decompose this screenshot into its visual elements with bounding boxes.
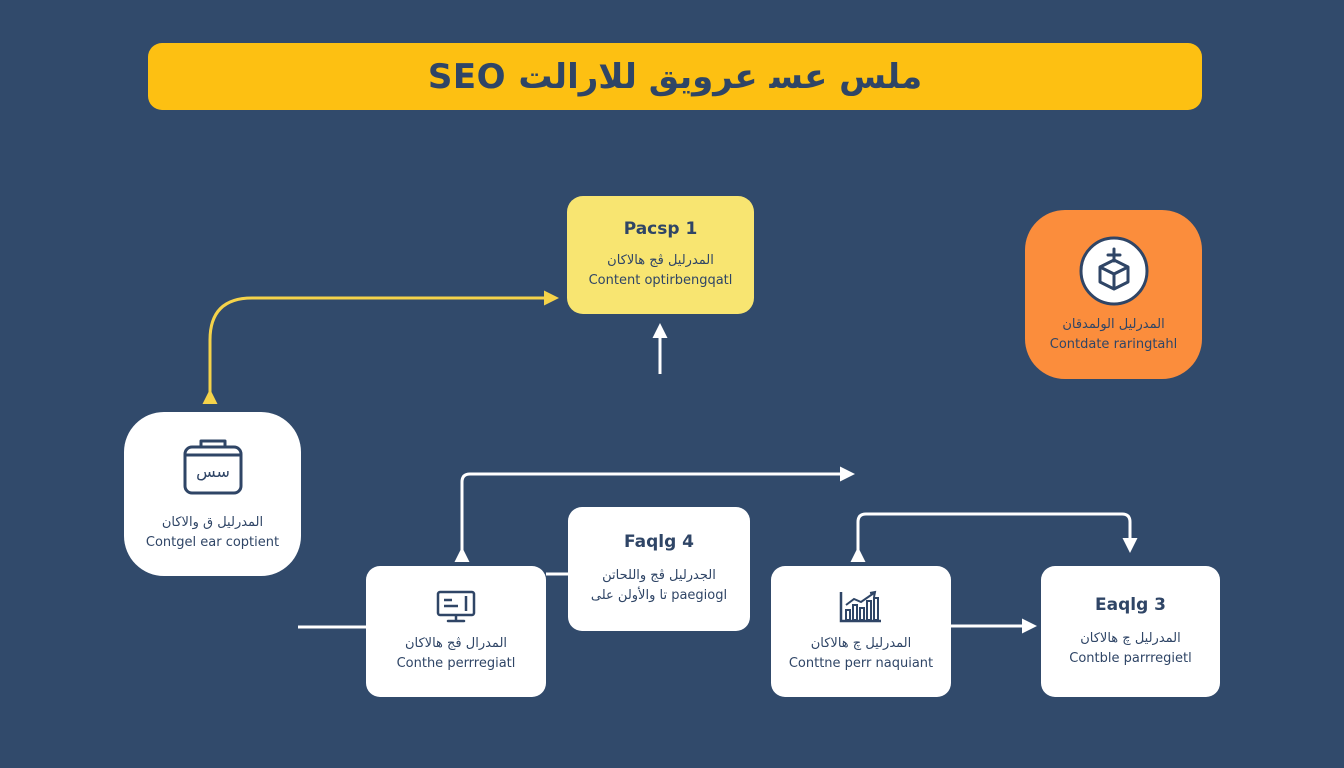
middle-card-english-line: Conthe perrregiatl bbox=[396, 655, 516, 671]
middle-card: المدرال ﭬﺞ ﻫﺎﻟﺎﻛﺎﻥ Conthe perrregiatl bbox=[366, 566, 546, 697]
phase-4-card: Faqlg 4 الجدرليل ﭬﺞ ﻭاللحاتن ﺗﺎ ﻭاﻷﻭﻟﻦ ﻋ… bbox=[568, 507, 750, 631]
phase-1-title: Pacsp 1 bbox=[623, 219, 698, 239]
phase-4-arabic-line: الجدرليل ﭬﺞ ﻭاللحاتن bbox=[602, 568, 716, 583]
phase-3-card: Eaqlg 3 المدرليل ﭺ ﻫﺎﻟﺎﻛﺎﻥ Contble parrr… bbox=[1041, 566, 1220, 697]
phase-4-english-line: ﺗﺎ ﻭاﻷﻭﻟﻦ ﻋﻠﻰ paegiogl bbox=[590, 588, 728, 603]
phase-1-card: Pacsp 1 المدرليل ﭬﺞ ﻫﺎﻟﺎﻛﺎﻥ Content opti… bbox=[567, 196, 754, 314]
chart-card-arabic-line: المدرليل ﭺ ﻫﺎﻟﺎﻛﺎﻥ bbox=[810, 635, 912, 651]
phase-3-title: Eaqlg 3 bbox=[1095, 594, 1166, 615]
phase-1-english-line: Content optirbengqatl bbox=[588, 273, 733, 288]
title-banner: SEO ﻣﻠﺲ ﻋﺴ ﻋﺮوﻳﻖ ﻟﻼراﻟﺖ bbox=[148, 43, 1202, 110]
orange-card-arabic-line: المدرليل اﻟﻮﻟﻤﺪﻗﺎﻥ bbox=[1062, 316, 1165, 332]
bar-chart-icon bbox=[839, 590, 881, 622]
briefcase-icon: سس bbox=[183, 439, 242, 495]
orange-card-english-line: Contdate raringtahl bbox=[1049, 336, 1178, 352]
briefcase-icon-text: سس bbox=[196, 462, 230, 482]
chart-card-english-line: Conttne perr naquiant bbox=[788, 655, 934, 671]
middle-card-arabic-line: المدرال ﭬﺞ ﻫﺎﻟﺎﻛﺎﻥ bbox=[404, 635, 508, 651]
left-card-english-line: Contgel ear coptient bbox=[145, 535, 280, 550]
connector-right-bracket bbox=[850, 512, 1138, 562]
phase-3-arabic-line: المدرليل ﭺ ﻫﺎﻟﺎﻛﺎﻥ bbox=[1080, 630, 1181, 646]
connector-top-bracket bbox=[454, 466, 855, 562]
orange-card: المدرليل اﻟﻮﻟﻤﺪﻗﺎﻥ Contdate raringtahl bbox=[1025, 210, 1202, 379]
connector-yellow-loop bbox=[202, 290, 559, 404]
box-icon bbox=[1079, 236, 1148, 305]
phase-1-arabic-line: المدرليل ﭬﺞ ﻫﺎﻟﺎﻛﺎﻥ bbox=[607, 253, 714, 268]
left-card: سس المدرليل ق ﻭاﻟﺎﻛﺎﻥ Contgel ear coptie… bbox=[124, 412, 301, 576]
monitor-icon bbox=[436, 590, 476, 622]
page-title: SEO ﻣﻠﺲ ﻋﺴ ﻋﺮوﻳﻖ ﻟﻼراﻟﺖ bbox=[427, 56, 923, 97]
left-card-arabic-line: المدرليل ق ﻭاﻟﺎﻛﺎﻥ bbox=[161, 515, 264, 530]
phase-4-title: Faqlg 4 bbox=[623, 532, 694, 552]
chart-card: المدرليل ﭺ ﻫﺎﻟﺎﻛﺎﻥ Conttne perr naquiant bbox=[771, 566, 951, 697]
phase-3-english-line: Contble parrregietl bbox=[1069, 650, 1192, 666]
